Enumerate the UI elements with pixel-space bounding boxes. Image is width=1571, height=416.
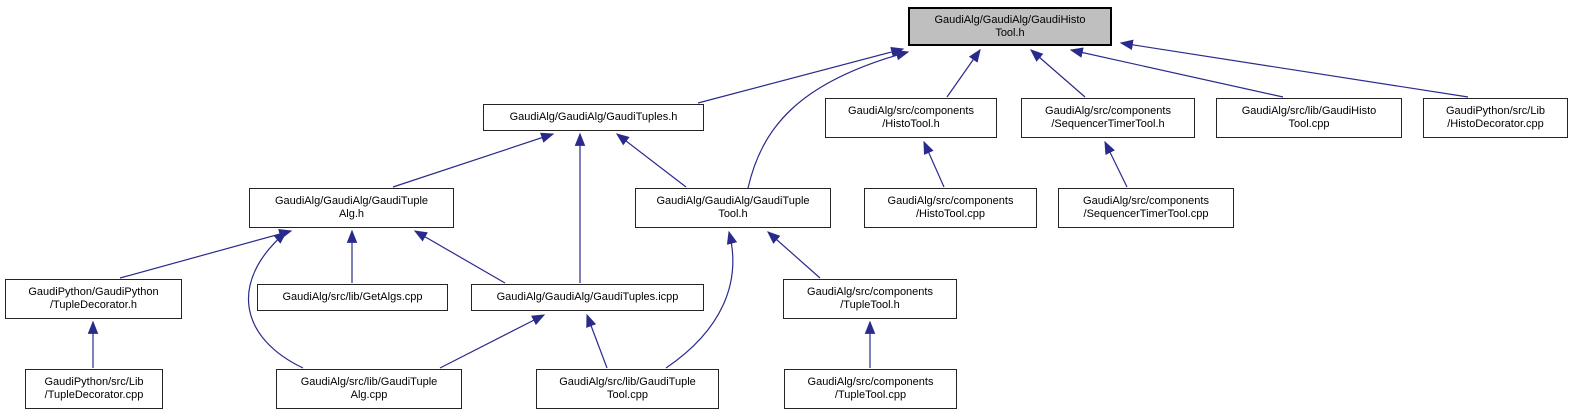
- edge-sequencertimertool-cpp-to-sequencertimertool-h: [1104, 140, 1128, 188]
- edge-tupledecorator-h-to-gaudituplealg-h: [119, 229, 293, 279]
- edge-gaudituple-tool-h-to-gaudituples-h: [615, 133, 687, 188]
- node-tupledecorator-h[interactable]: GaudiPython/GaudiPython /TupleDecorator.…: [5, 279, 182, 319]
- node-sequencertimertool-cpp[interactable]: GaudiAlg/src/components /SequencerTimerT…: [1058, 188, 1234, 228]
- edge-gaudituple-tool-h-to-root: [747, 50, 910, 189]
- edge-histotool-h-to-root: [946, 48, 981, 98]
- edge-gaudihistotool-cpp-to-root: [1069, 47, 1284, 98]
- node-gaudituples-h[interactable]: GaudiAlg/GaudiAlg/GaudiTuples.h: [483, 104, 704, 131]
- node-gaudituple-tool-cpp[interactable]: GaudiAlg/src/lib/GaudiTuple Tool.cpp: [536, 369, 719, 409]
- node-histotool-h[interactable]: GaudiAlg/src/components /HistoTool.h: [825, 98, 997, 138]
- node-histotool-cpp[interactable]: GaudiAlg/src/components /HistoTool.cpp: [864, 188, 1037, 228]
- edge-gaudituple-tool-cpp-to-gaudituples-icpp: [586, 313, 608, 369]
- edge-gaudituple-tool-cpp-to-gaudituple-tool-h: [665, 230, 738, 369]
- node-getalgs-cpp[interactable]: GaudiAlg/src/lib/GetAlgs.cpp: [257, 284, 448, 311]
- node-gaudituplealg-h[interactable]: GaudiAlg/GaudiAlg/GaudiTuple Alg.h: [249, 188, 454, 228]
- node-sequencertimertool-h[interactable]: GaudiAlg/src/components /SequencerTimerT…: [1021, 98, 1195, 138]
- edge-sequencertimertool-h-to-root: [1030, 49, 1086, 98]
- edge-gaudituples-icpp-to-gaudituplealg-h: [413, 230, 506, 284]
- node-gaudituplealg-cpp[interactable]: GaudiAlg/src/lib/GaudiTuple Alg.cpp: [276, 369, 462, 409]
- edge-gaudituplealg-cpp-to-gaudituples-icpp: [439, 314, 546, 369]
- node-histodecorator-cpp[interactable]: GaudiPython/src/Lib /HistoDecorator.cpp: [1423, 98, 1568, 138]
- node-gaudituples-icpp[interactable]: GaudiAlg/GaudiAlg/GaudiTuples.icpp: [471, 284, 704, 311]
- node-tupletool-h[interactable]: GaudiAlg/src/components /TupleTool.h: [783, 279, 957, 319]
- node-tupletool-cpp[interactable]: GaudiAlg/src/components /TupleTool.cpp: [784, 369, 957, 409]
- edge-histotool-cpp-to-histotool-h: [923, 140, 945, 188]
- edge-gaudituplealg-cpp-to-gaudituplealg-h: [248, 231, 304, 369]
- node-gaudihistotool-h[interactable]: GaudiAlg/GaudiAlg/GaudiHisto Tool.h: [908, 7, 1112, 46]
- edge-histodecorator-cpp-to-root: [1119, 39, 1469, 98]
- edge-gaudituples-h-to-root: [697, 46, 905, 104]
- node-gaudituple-tool-h[interactable]: GaudiAlg/GaudiAlg/GaudiTuple Tool.h: [635, 188, 831, 228]
- node-gaudihistotool-cpp[interactable]: GaudiAlg/src/lib/GaudiHisto Tool.cpp: [1216, 98, 1402, 138]
- edge-gaudituplealg-h-to-gaudituples-h: [392, 132, 555, 188]
- node-tupledecorator-cpp[interactable]: GaudiPython/src/Lib /TupleDecorator.cpp: [25, 369, 163, 409]
- edge-tupletool-h-to-gaudituple-tool-h: [767, 231, 821, 279]
